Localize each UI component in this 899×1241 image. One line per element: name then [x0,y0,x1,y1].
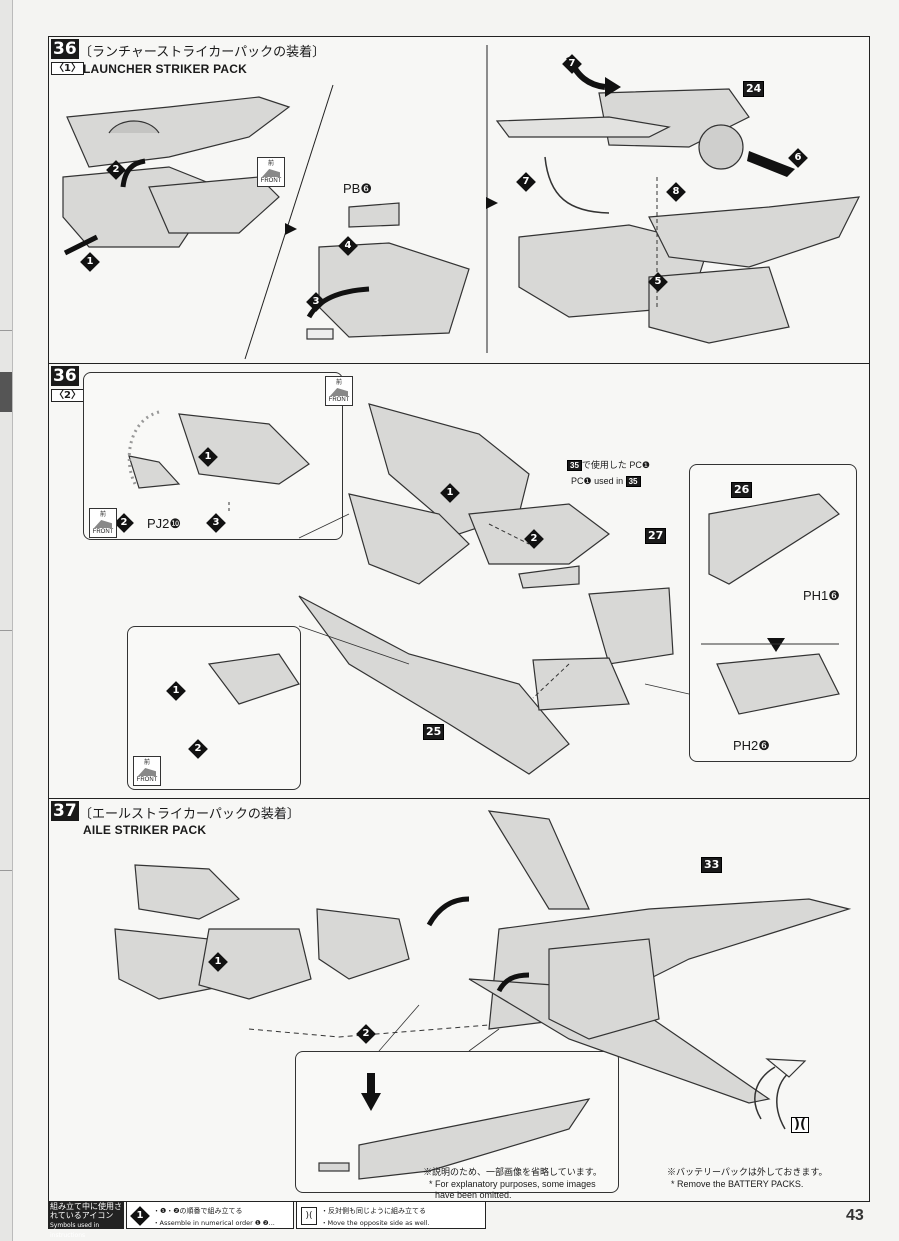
part-label-pb: PB❻ [343,181,372,196]
part-label-ph1: PH1❻ [803,588,840,603]
part-label-pj2: PJ2❿ [147,516,182,531]
attach-path [248,1024,490,1038]
flow-arrow [486,197,498,209]
backpack-left [62,96,291,248]
step-number: 36 [51,39,79,59]
step-marker-1: 1 [208,952,228,972]
spine-mark [0,870,12,871]
step-number: 37 [51,801,79,821]
step-marker-8: 8 [666,182,686,202]
part-label-ph2: PH2❻ [733,738,770,753]
step-marker-1: 1 [440,483,460,503]
spine-mark [0,330,12,331]
step-marker-1: 1 [80,252,100,272]
sub-step-tag: 〈1〉 [51,62,84,75]
spine-mark [0,630,12,631]
part-number-box: 26 [731,482,753,498]
step37-section: 37 〔エールストライカーパックの装着〕 AILE STRIKER PACK [49,799,869,1200]
step-number: 36 [51,366,79,386]
step-marker-3: 3 [206,513,226,533]
step-marker-6: 6 [788,148,808,168]
step-marker-2: 2 [114,513,134,533]
step-marker-3: 3 [306,292,326,312]
step-marker-1: 1 [198,447,218,467]
mirror-icon: )( [301,1207,317,1225]
omit-note-en2: have been omitted. [435,1190,512,1200]
mirror-icon: )( [791,1117,809,1133]
step-marker-2: 2 [524,529,544,549]
launcher-assembly [495,88,861,344]
page-spine [0,0,13,1241]
pc-note-en: PC❶ used in 35 [571,476,641,487]
step-title-jp: 〔エールストライカーパックの装着〕 [79,807,300,822]
page-number: 43 [846,1207,864,1224]
step-marker-2: 2 [188,739,208,759]
step-title-en: AILE STRIKER PACK [83,823,207,837]
launcher-attach-illustration [127,403,840,775]
battery-inset-parts [318,1098,591,1180]
order-diamond-icon: 1 [130,1206,150,1226]
step-marker-2: 2 [106,160,126,180]
aile-striker [468,810,852,1104]
battery-note-en: * Remove the BATTERY PACKS. [671,1179,804,1189]
step-marker-4: 4 [338,236,358,256]
step-title-jp: 〔ランチャーストライカーパックの装着〕 [79,45,326,60]
dotted-rotation [127,410,160,485]
step-marker-7: 7 [562,54,582,74]
step-marker-5: 5 [648,272,668,292]
instruction-frame: 36 〔ランチャーストライカーパックの装着〕 〈1〉 LAUNCHER STRI… [48,36,870,1202]
part-number-box: 24 [743,81,765,97]
part-number-box: 25 [423,724,445,740]
strike-body [114,864,410,1000]
flow-arrow [285,223,297,235]
step-marker-7b: 7 [516,172,536,192]
part-number-box: 27 [645,528,667,544]
step-title-en: LAUNCHER STRIKER PACK [83,62,247,76]
part-number-box: 35 [625,476,641,487]
step-marker-1: 1 [166,681,186,701]
part-number-box: 35 [567,460,582,471]
spine-tab [0,372,12,412]
inset-parts [128,413,840,715]
legend-order: 1 ・❶・❷の順番で組み立てる ・Assemble in numerical o… [126,1201,294,1229]
omit-note-jp: ※説明のため、一部画像を省略しています。 [423,1167,602,1177]
booster-middle [306,202,470,340]
main-assembly [298,403,674,775]
aile-pack-illustration [114,810,852,1180]
diagonal-divider [244,84,334,360]
omit-note-en1: * For explanatory purposes, some images [429,1179,596,1189]
battery-note-jp: ※バッテリーパックは外しておきます。 [667,1167,828,1177]
step36-part1-section: 36 〔ランチャーストライカーパックの装着〕 〈1〉 LAUNCHER STRI… [49,37,869,364]
step36-part2-section: 36 〈2〉 [49,364,869,799]
part-number-box: 33 [701,857,723,873]
step-marker-2: 2 [356,1024,376,1044]
launcher-pack-illustration [62,45,861,360]
legend-mirror: )( ・反対側も同じように組み立てる ・Move the opposite si… [296,1201,486,1229]
